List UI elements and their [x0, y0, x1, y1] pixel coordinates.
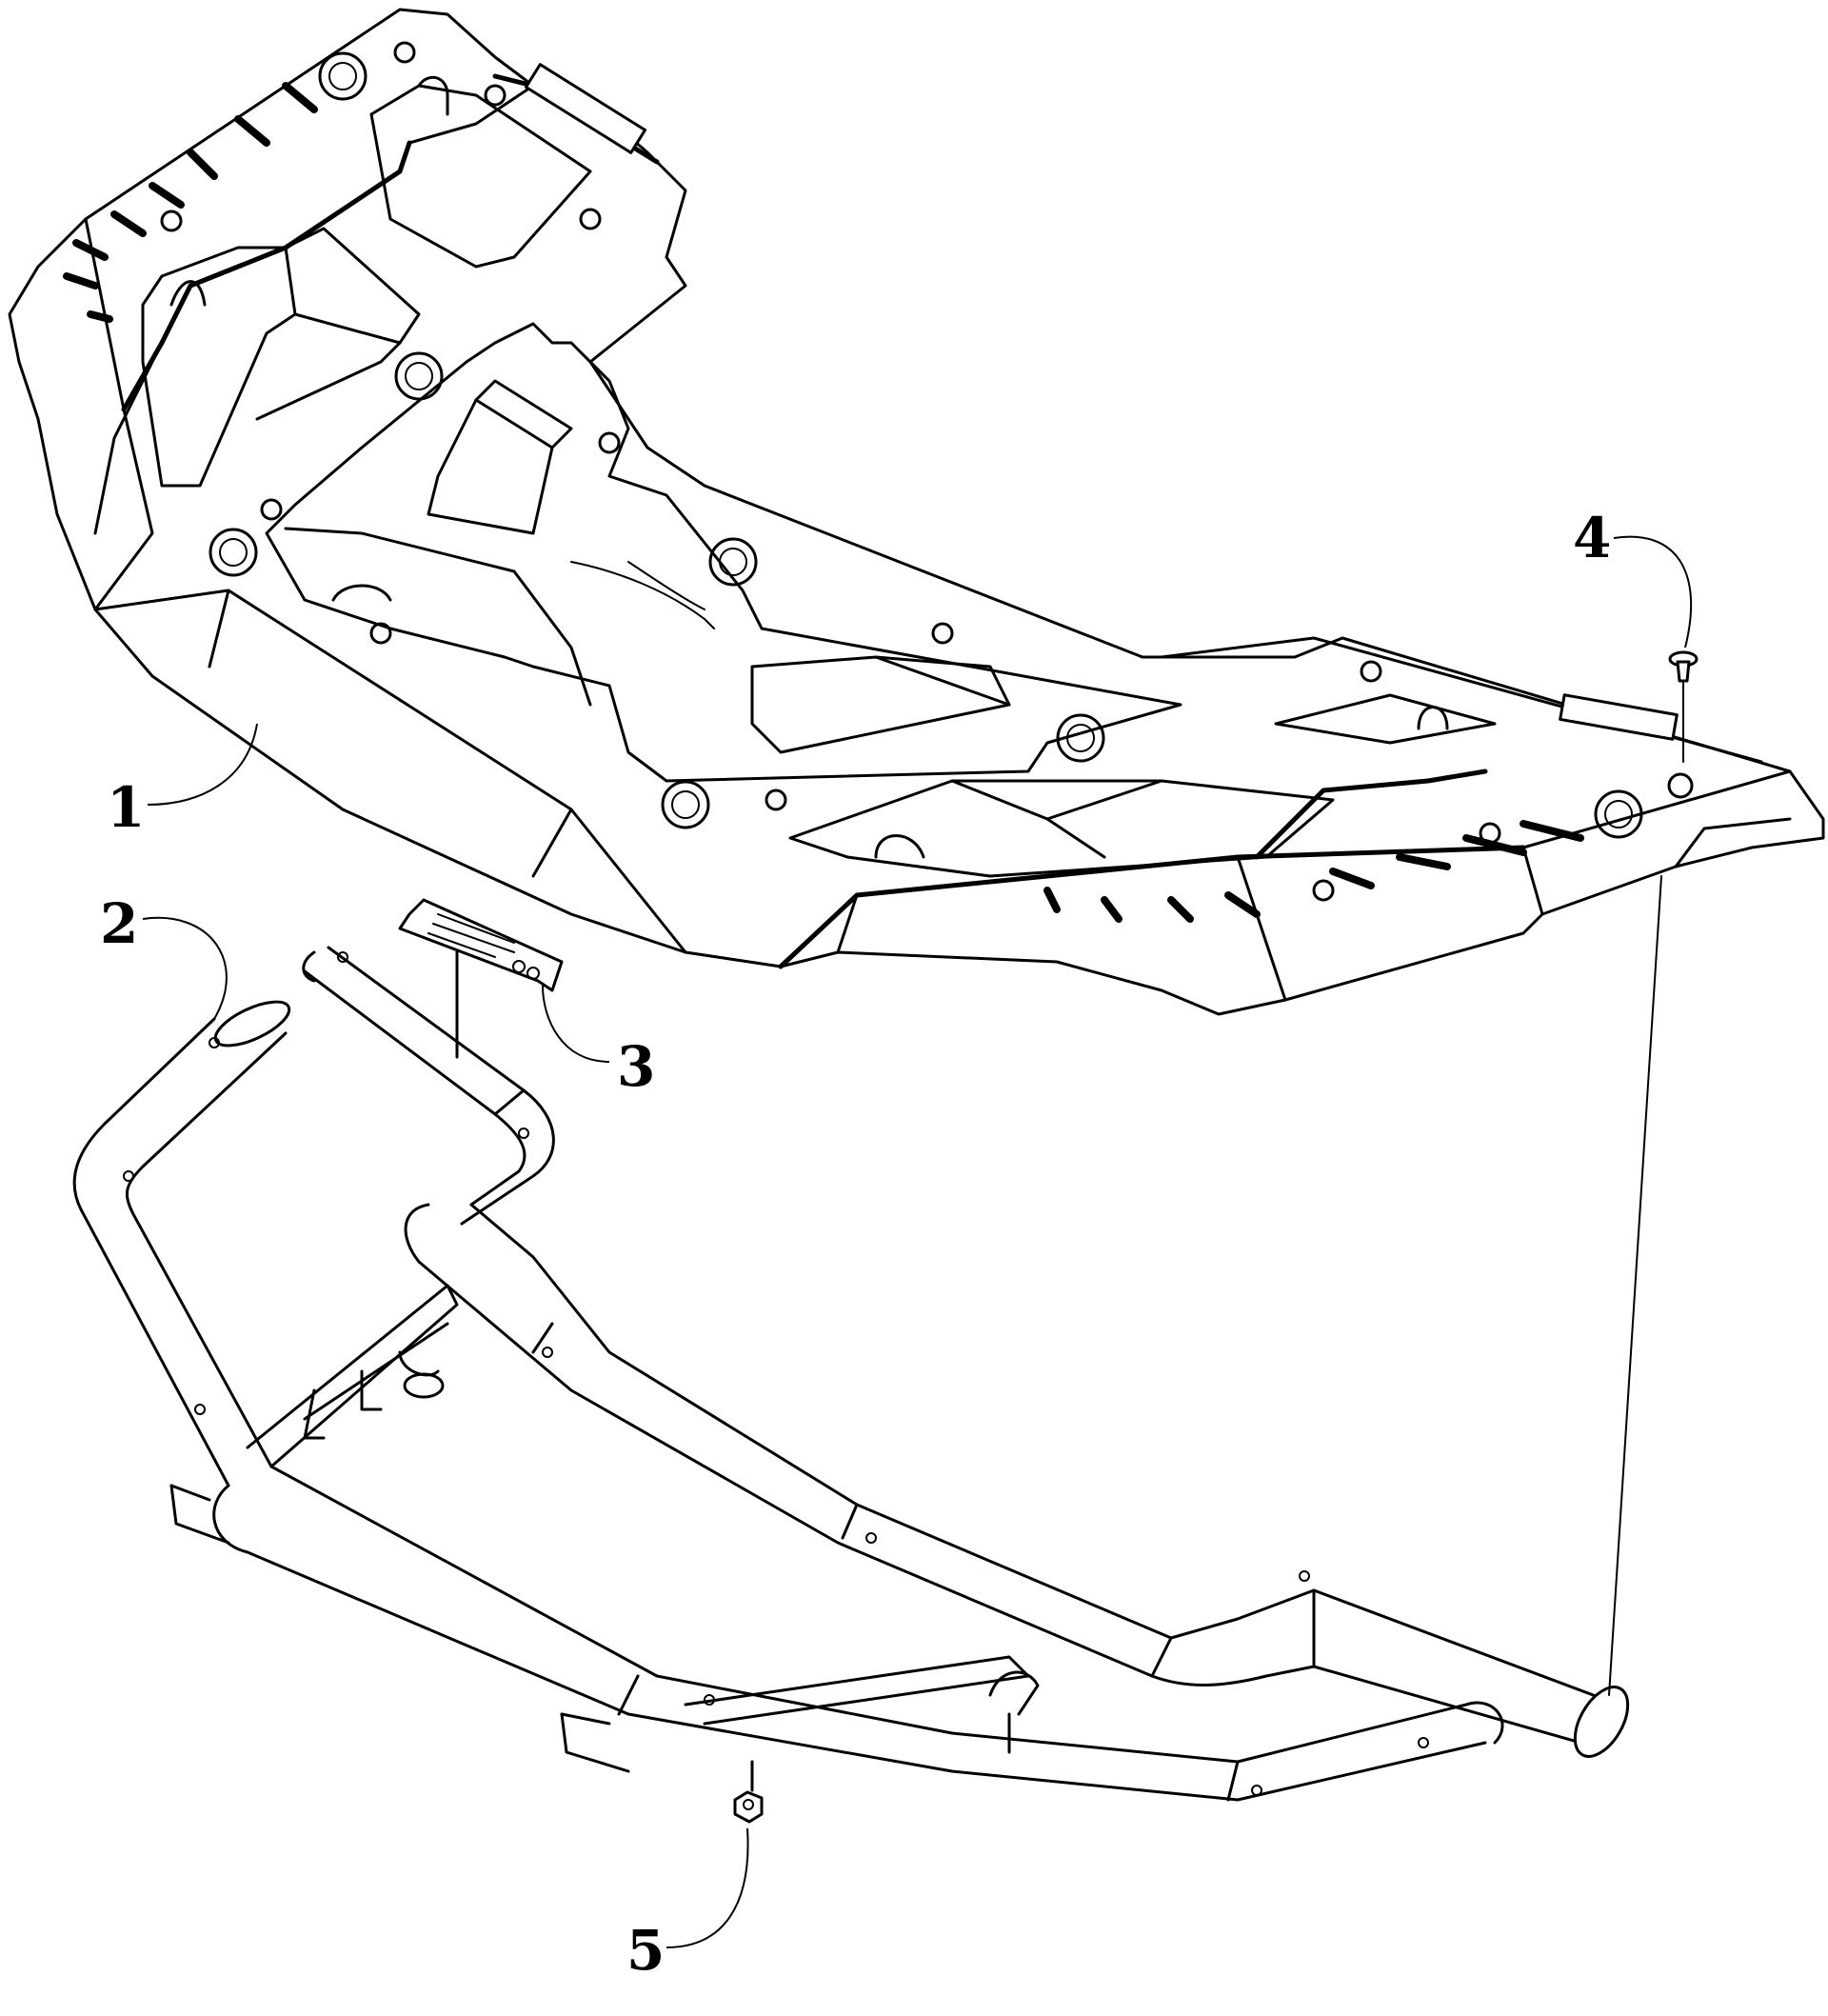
tie-down-holes: [209, 51, 1643, 839]
grip-ribs: [63, 82, 1584, 923]
callout-label-3: 3: [617, 1034, 655, 1099]
leader-2: [142, 916, 228, 1020]
callout-label-4: 4: [1573, 506, 1611, 570]
screw-part: [1608, 650, 1699, 1696]
nut-part: [733, 1760, 764, 1824]
rack-part: [8, 8, 1825, 1016]
leader-3: [542, 985, 610, 1063]
decal-part: [398, 898, 564, 1059]
leader-4: [1613, 535, 1693, 649]
callout-label-5: 5: [626, 1918, 665, 1983]
leader-5: [666, 1827, 749, 1948]
tube-frame-part: [72, 946, 1630, 1802]
leader-1: [147, 723, 258, 806]
callout-label-1: 1: [107, 775, 145, 840]
callout-label-2: 2: [100, 891, 138, 956]
